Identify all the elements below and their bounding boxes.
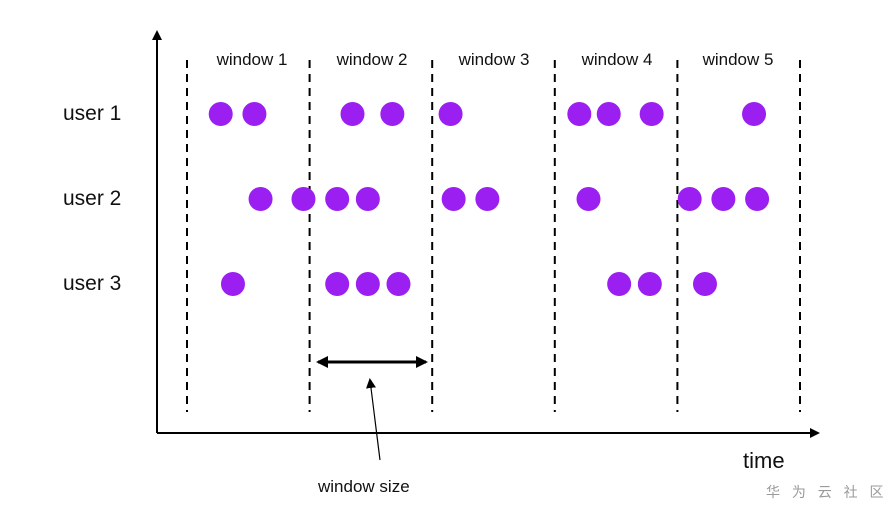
event-dot: [386, 272, 411, 296]
event-dot: [745, 187, 770, 211]
event-dot: [441, 187, 466, 211]
event-dot: [438, 102, 463, 126]
window-label-3: window 3: [458, 50, 530, 69]
window-label-1: window 1: [216, 50, 288, 69]
event-dot: [742, 102, 767, 126]
window-boundaries: [186, 60, 801, 412]
user-label-1: user 1: [63, 102, 122, 125]
watermark: 华 为 云 社 区: [766, 484, 885, 500]
event-dot: [208, 102, 233, 126]
window-label-2: window 2: [336, 50, 408, 69]
event-dot: [607, 272, 632, 296]
event-dot: [220, 272, 245, 296]
user-label-2: user 2: [63, 187, 122, 210]
window-size-label: window size: [318, 477, 410, 496]
window-size-pointer: [366, 378, 381, 461]
window-label-5: window 5: [702, 50, 774, 69]
event-dot: [596, 102, 621, 126]
event-dot: [248, 187, 273, 211]
window-label-4: window 4: [581, 50, 653, 69]
event-dot: [567, 102, 592, 126]
event-dot: [242, 102, 267, 126]
time-axis-label: time: [743, 448, 785, 473]
event-dot: [692, 272, 717, 296]
event-dot: [291, 187, 316, 211]
event-dot: [325, 187, 350, 211]
event-dot: [380, 102, 405, 126]
event-dot: [325, 272, 350, 296]
event-dot: [639, 102, 664, 126]
event-dot: [711, 187, 736, 211]
event-dot: [576, 187, 601, 211]
event-dot: [677, 187, 702, 211]
event-dot: [340, 102, 365, 126]
event-dot: [475, 187, 500, 211]
event-dot: [637, 272, 662, 296]
user-label-3: user 3: [63, 272, 122, 295]
event-dot: [355, 187, 380, 211]
event-dots: [208, 102, 770, 296]
event-dot: [355, 272, 380, 296]
